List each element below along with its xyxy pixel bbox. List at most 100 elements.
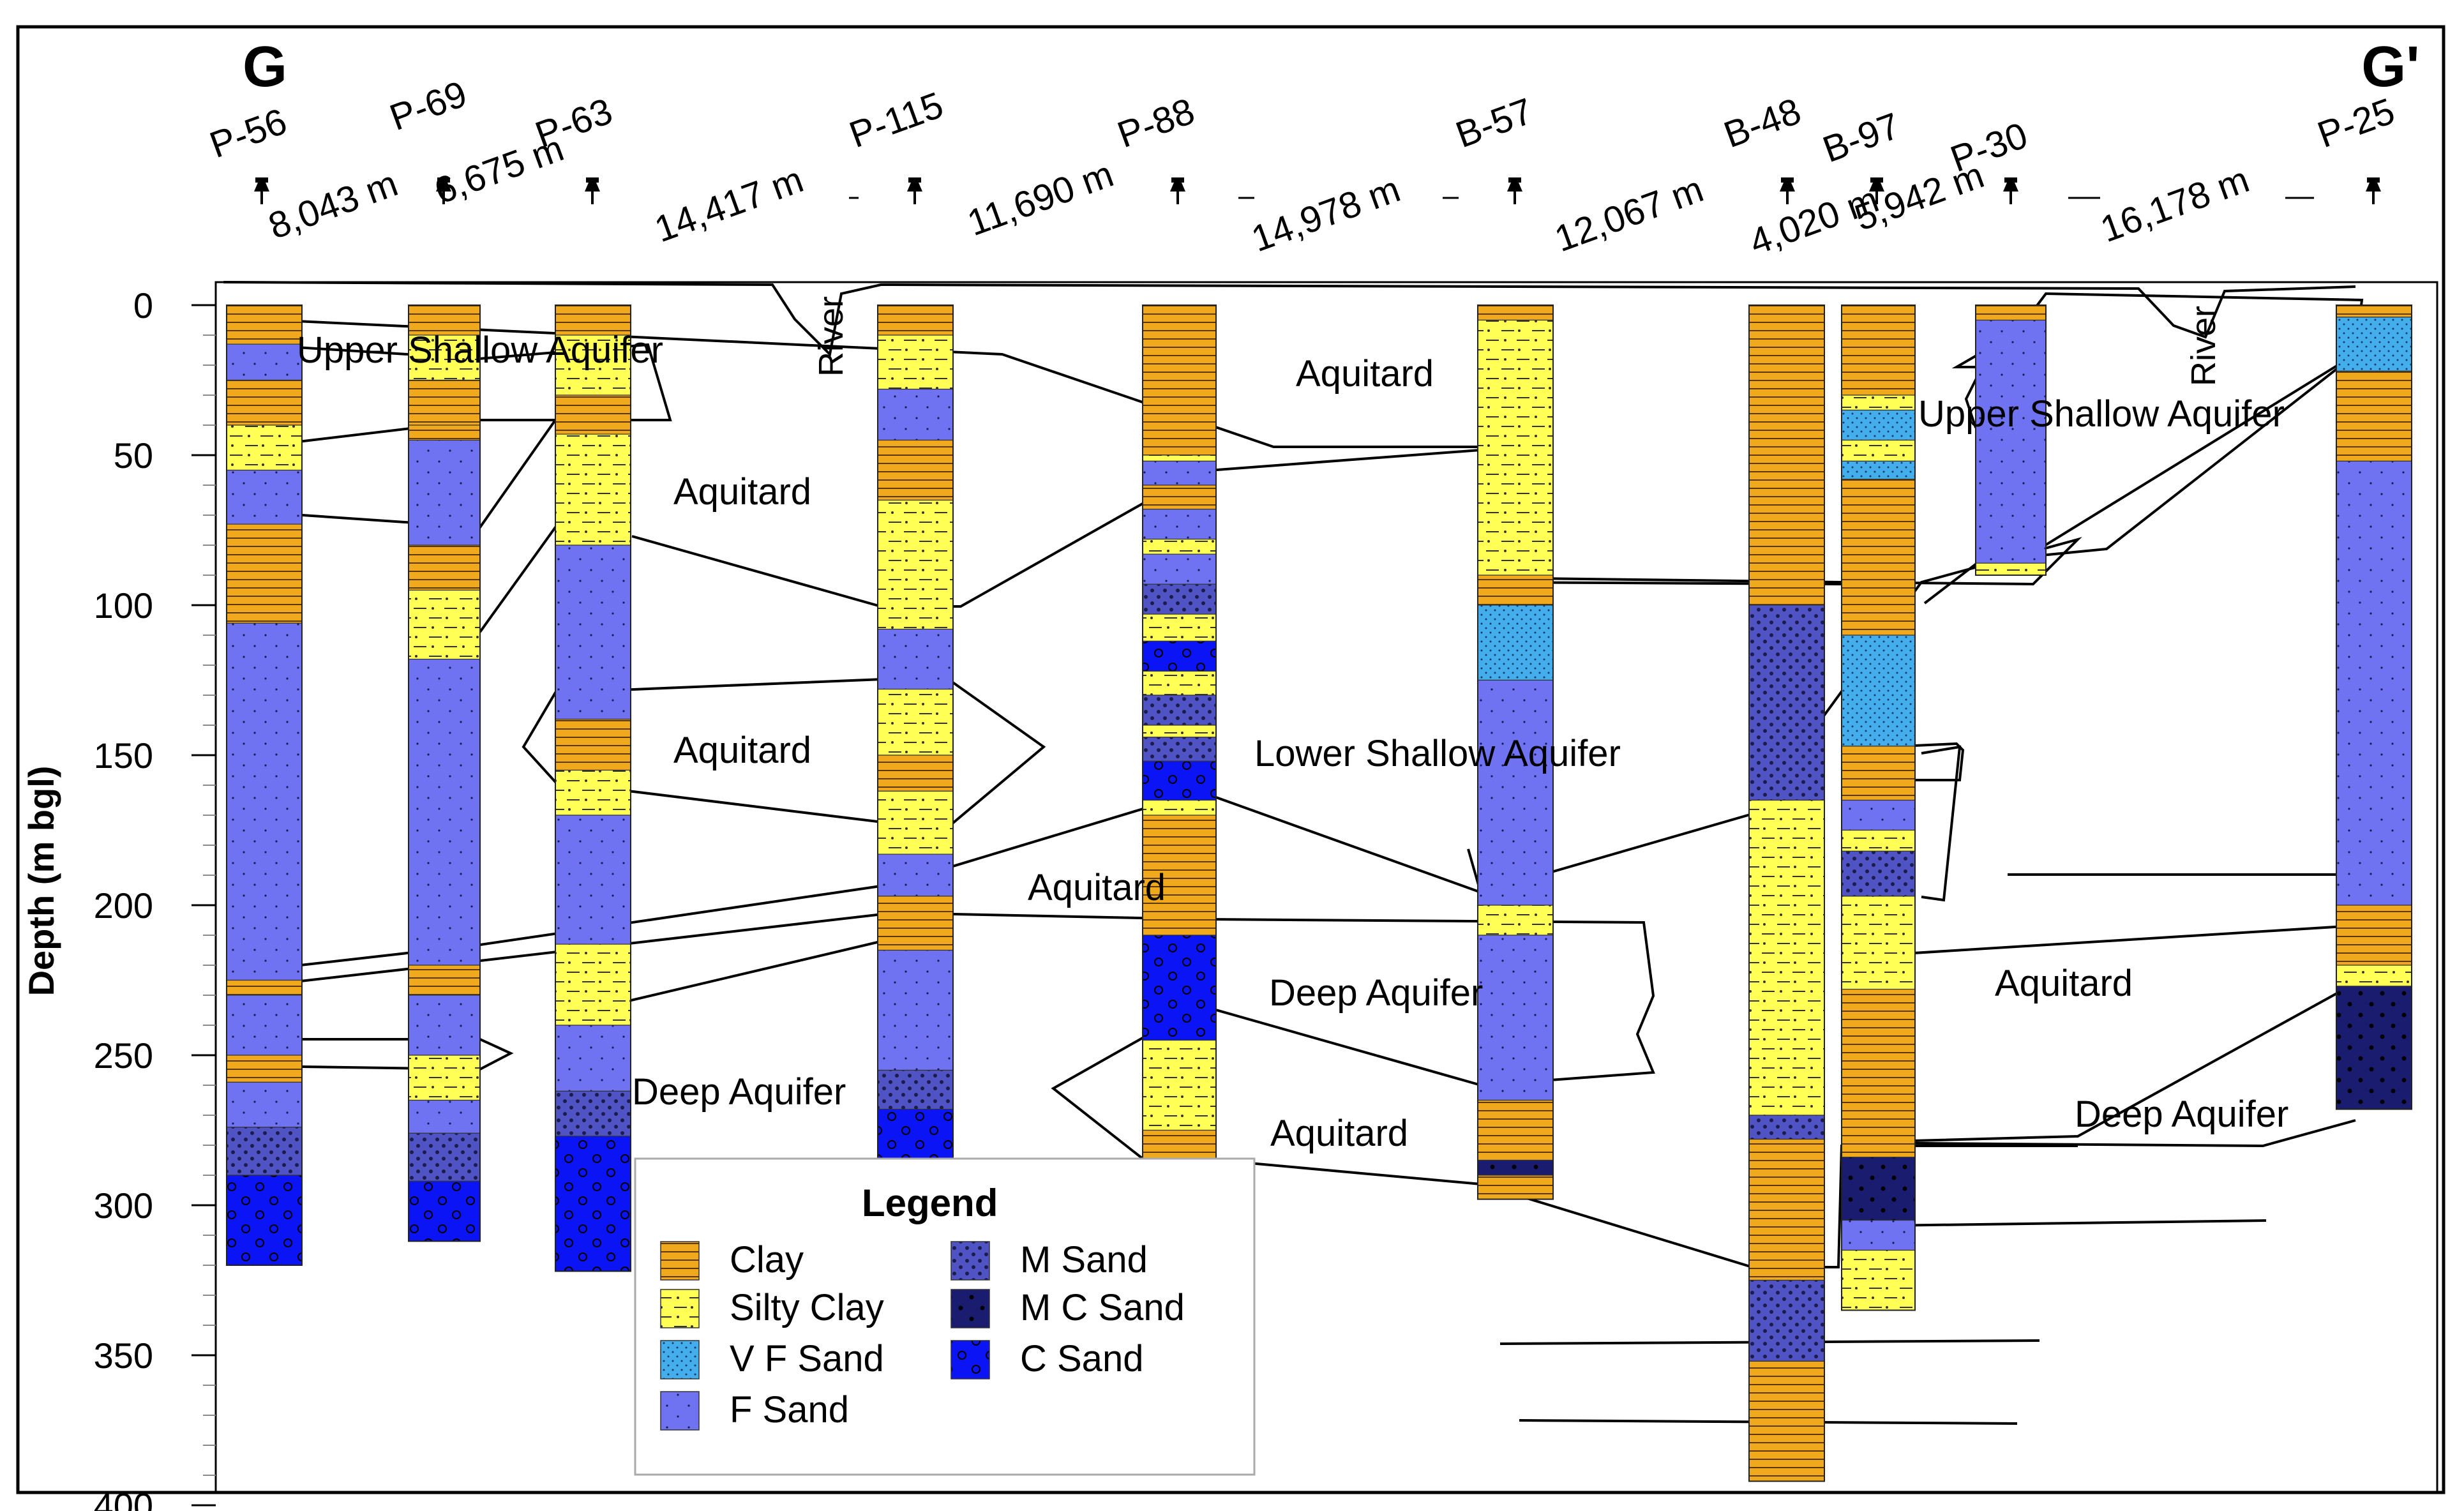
layer-ms	[1142, 737, 1217, 762]
legend-box	[634, 1157, 1256, 1476]
layer-clay	[226, 304, 303, 345]
layer-silt	[1142, 1039, 1217, 1131]
layer-fs	[1142, 553, 1217, 585]
layer-vfs	[1841, 635, 1916, 747]
y-axis-label: Depth (m bgl)	[21, 766, 61, 996]
zone-label-upper-shallow-right: Upper Shallow Aquifer	[1918, 393, 2285, 435]
legend-swatch	[660, 1391, 700, 1431]
well-column-b-57	[1477, 304, 1554, 1200]
layer-clay	[226, 1055, 303, 1083]
layer-ms	[1142, 583, 1217, 615]
layer-silt	[1841, 829, 1916, 852]
layer-silt	[877, 335, 954, 390]
well-column-p-69	[408, 304, 481, 1242]
layer-silt	[877, 790, 954, 855]
layer-clay	[1477, 304, 1554, 321]
layer-clay	[1841, 746, 1916, 801]
layer-fs	[2336, 460, 2412, 906]
layer-clay	[877, 755, 954, 792]
zone-label-aquitard-5: Aquitard	[1270, 1113, 1408, 1154]
layer-silt	[1841, 896, 1916, 990]
layer-clay	[2336, 304, 2412, 318]
legend-swatch	[660, 1289, 700, 1328]
well-column-b-48	[1748, 304, 1825, 1482]
layer-ms	[555, 1090, 631, 1137]
zone-label-upper-shallow-left: Upper Shallow Aquifer	[297, 329, 663, 371]
layer-silt	[1841, 395, 1916, 411]
legend-swatch	[950, 1340, 990, 1379]
layer-clay	[1841, 988, 1916, 1158]
layer-fs	[555, 545, 631, 720]
layer-clay	[2336, 370, 2412, 462]
section-end-label: G'	[2361, 35, 2419, 99]
layer-clay	[1142, 485, 1217, 510]
column-outline	[555, 304, 631, 1272]
pushpin-icon	[1869, 177, 1884, 204]
pushpin-icon	[1507, 177, 1522, 204]
layer-silt	[555, 943, 631, 1026]
zone-label-lower-shallow: Lower Shallow Aquifer	[1254, 733, 1621, 774]
layer-cs	[555, 1136, 631, 1272]
layer-fs	[877, 628, 954, 690]
layer-mcs	[1477, 1159, 1554, 1176]
pushpin-icon	[1780, 177, 1795, 204]
well-column-p-56	[226, 304, 303, 1266]
layer-silt	[1975, 562, 2047, 576]
layer-fs	[1142, 508, 1217, 540]
layer-silt	[408, 589, 481, 660]
layer-fs	[1477, 679, 1554, 906]
pushpin-icon	[585, 177, 600, 204]
river-label-1: River	[812, 296, 850, 377]
borehole-columns	[226, 304, 2412, 1482]
legend-swatch	[660, 1340, 700, 1379]
legend-item-mcs: M C Sand	[950, 1287, 1185, 1328]
legend-label: Silty Clay	[730, 1287, 884, 1328]
legend-label: M C Sand	[1020, 1287, 1185, 1328]
section-start-label: G	[243, 35, 287, 99]
y-tick-label: 350	[94, 1335, 153, 1376]
layer-mcs	[1841, 1157, 1916, 1221]
layer-silt	[1841, 439, 1916, 462]
layer-fs	[1142, 460, 1217, 486]
y-tick-label: 300	[94, 1185, 153, 1226]
layer-silt	[555, 433, 631, 546]
column-outline	[2336, 304, 2412, 1110]
layer-clay	[408, 965, 481, 996]
layer-silt	[2336, 965, 2412, 987]
layer-silt	[555, 769, 631, 816]
legend-item-ms: M Sand	[950, 1239, 1148, 1281]
legend-title: Legend	[862, 1182, 998, 1224]
layer-clay	[1477, 575, 1554, 606]
layer-cs	[1142, 760, 1217, 801]
layer-vfs	[2336, 317, 2412, 372]
layer-silt	[408, 335, 481, 381]
layer-ms	[1748, 605, 1825, 801]
layer-fs	[408, 1099, 481, 1134]
well-column-p-88	[1142, 304, 1217, 1167]
legend-item-cs: C Sand	[950, 1338, 1143, 1379]
layer-clay	[226, 379, 303, 426]
legend-swatch	[950, 1289, 990, 1328]
column-outline	[1841, 304, 1916, 1311]
layer-fs	[226, 1081, 303, 1128]
y-tick-label: 100	[94, 585, 153, 626]
layer-silt	[1477, 319, 1554, 576]
layer-clay	[408, 379, 481, 426]
layer-cs	[226, 1175, 303, 1266]
layer-clay	[408, 545, 481, 591]
zone-label-aquitard-1: Aquitard	[673, 471, 811, 513]
layer-silt	[1477, 905, 1554, 936]
layer-fs	[408, 439, 481, 546]
layer-silt	[1142, 455, 1217, 462]
layer-fs	[1841, 1219, 1916, 1251]
layer-fs	[226, 469, 303, 525]
layer-clay	[877, 439, 954, 501]
layer-silt	[226, 425, 303, 471]
y-tick-label: 50	[114, 435, 153, 476]
well-column-p-115	[877, 304, 954, 1176]
layer-silt	[1142, 613, 1217, 642]
layer-silt	[877, 499, 954, 630]
layer-cs	[408, 1180, 481, 1242]
layer-fs	[226, 995, 303, 1056]
